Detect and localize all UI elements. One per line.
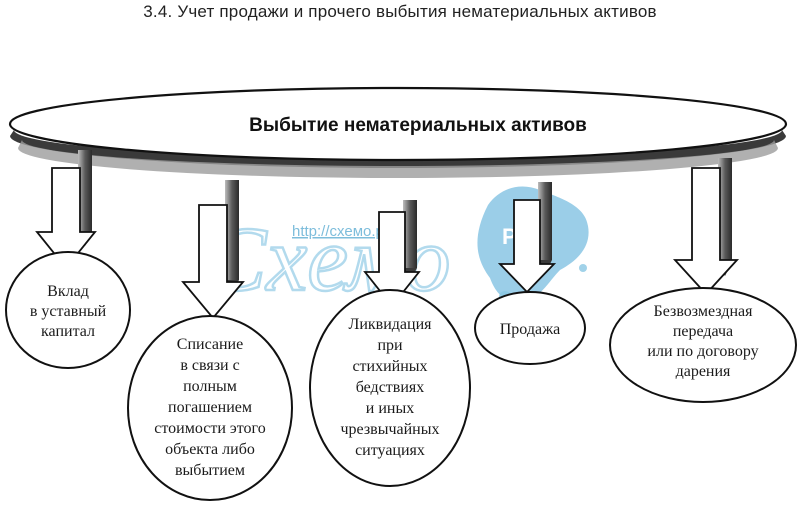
node-label-line: в уставный xyxy=(30,303,107,320)
node-label: Ликвидация при стихийных бедствиях и иных чре… xyxy=(341,316,440,459)
arrows xyxy=(35,150,740,320)
node-label: Безвозмездная передача или по договору даре… xyxy=(647,303,758,380)
node-ellipse xyxy=(609,287,797,403)
node-label-line: объекта либо xyxy=(165,441,255,458)
node-label-line: полным xyxy=(183,378,237,395)
node-label-line: стоимости этого xyxy=(154,420,265,437)
arrow xyxy=(35,150,97,270)
page-heading: 3.4. Учет продажи и прочего выбытия нема… xyxy=(143,2,657,21)
watermark-drop-icon xyxy=(579,264,587,272)
arrow-shadow xyxy=(78,150,92,232)
node-label-line: Ликвидация xyxy=(348,316,432,333)
node-label-line: Безвозмездная xyxy=(654,303,754,320)
node-ellipse xyxy=(474,291,586,365)
node-ellipse xyxy=(5,251,131,369)
watermark-url: http://схемо.рф xyxy=(292,223,396,240)
arrow xyxy=(181,180,245,320)
arrow-body xyxy=(35,167,97,270)
main-label: Выбытие нематериальных активов xyxy=(249,115,587,136)
node-label-line: или по договору xyxy=(647,343,758,360)
node-label: Продажа xyxy=(500,321,561,338)
arrow-body xyxy=(363,211,421,308)
node-liquidation: Ликвидация при стихийных бедствиях и иных чре… xyxy=(309,289,471,487)
arrow xyxy=(497,182,557,294)
node-label-line: выбытием xyxy=(175,462,245,479)
arrow-body xyxy=(181,204,245,320)
arrow-body xyxy=(497,199,557,294)
node-label-line: при xyxy=(377,337,403,354)
arrow-shadow xyxy=(403,200,417,268)
arrow xyxy=(363,200,421,308)
node-contribution: Вклад в уставный капитал xyxy=(5,251,131,369)
node-label-line: и иных xyxy=(366,400,414,417)
node-label-line: стихийных xyxy=(352,358,427,375)
node-label-line: чрезвычайных xyxy=(341,421,440,438)
arrow-shadow xyxy=(538,182,552,260)
node-gratuitous-transfer: Безвозмездная передача или по договору даре… xyxy=(609,287,797,403)
node-sale: Продажа xyxy=(474,291,586,365)
node-label-line: передача xyxy=(673,323,733,340)
node-label-line: дарения xyxy=(676,363,731,380)
arrow-shadow xyxy=(718,158,732,262)
main-ellipse xyxy=(8,86,788,162)
node-write-off: Списание в связи с полным погашением стоимос… xyxy=(127,315,293,501)
main-ellipse-shadow xyxy=(10,130,786,178)
node-label-line: ситуациях xyxy=(355,442,425,459)
node-ellipse xyxy=(127,315,293,501)
node-ellipse xyxy=(309,289,471,487)
node-label-line: капитал xyxy=(41,323,95,340)
node-label-line: Вклад xyxy=(47,283,89,300)
node-label-line: погашением xyxy=(168,399,252,416)
node-label-line: в связи с xyxy=(180,357,239,374)
node-label-line: Продажа xyxy=(500,321,561,338)
node-label-line: бедствиях xyxy=(356,379,425,396)
arrow-body xyxy=(672,167,740,296)
arrow xyxy=(672,158,740,296)
node-label: Списание в связи с полным погашением стоимос… xyxy=(154,336,265,479)
node-label-line: Списание xyxy=(177,336,243,353)
node-label: Вклад в уставный капитал xyxy=(30,283,107,340)
arrow-shadow xyxy=(225,180,239,280)
